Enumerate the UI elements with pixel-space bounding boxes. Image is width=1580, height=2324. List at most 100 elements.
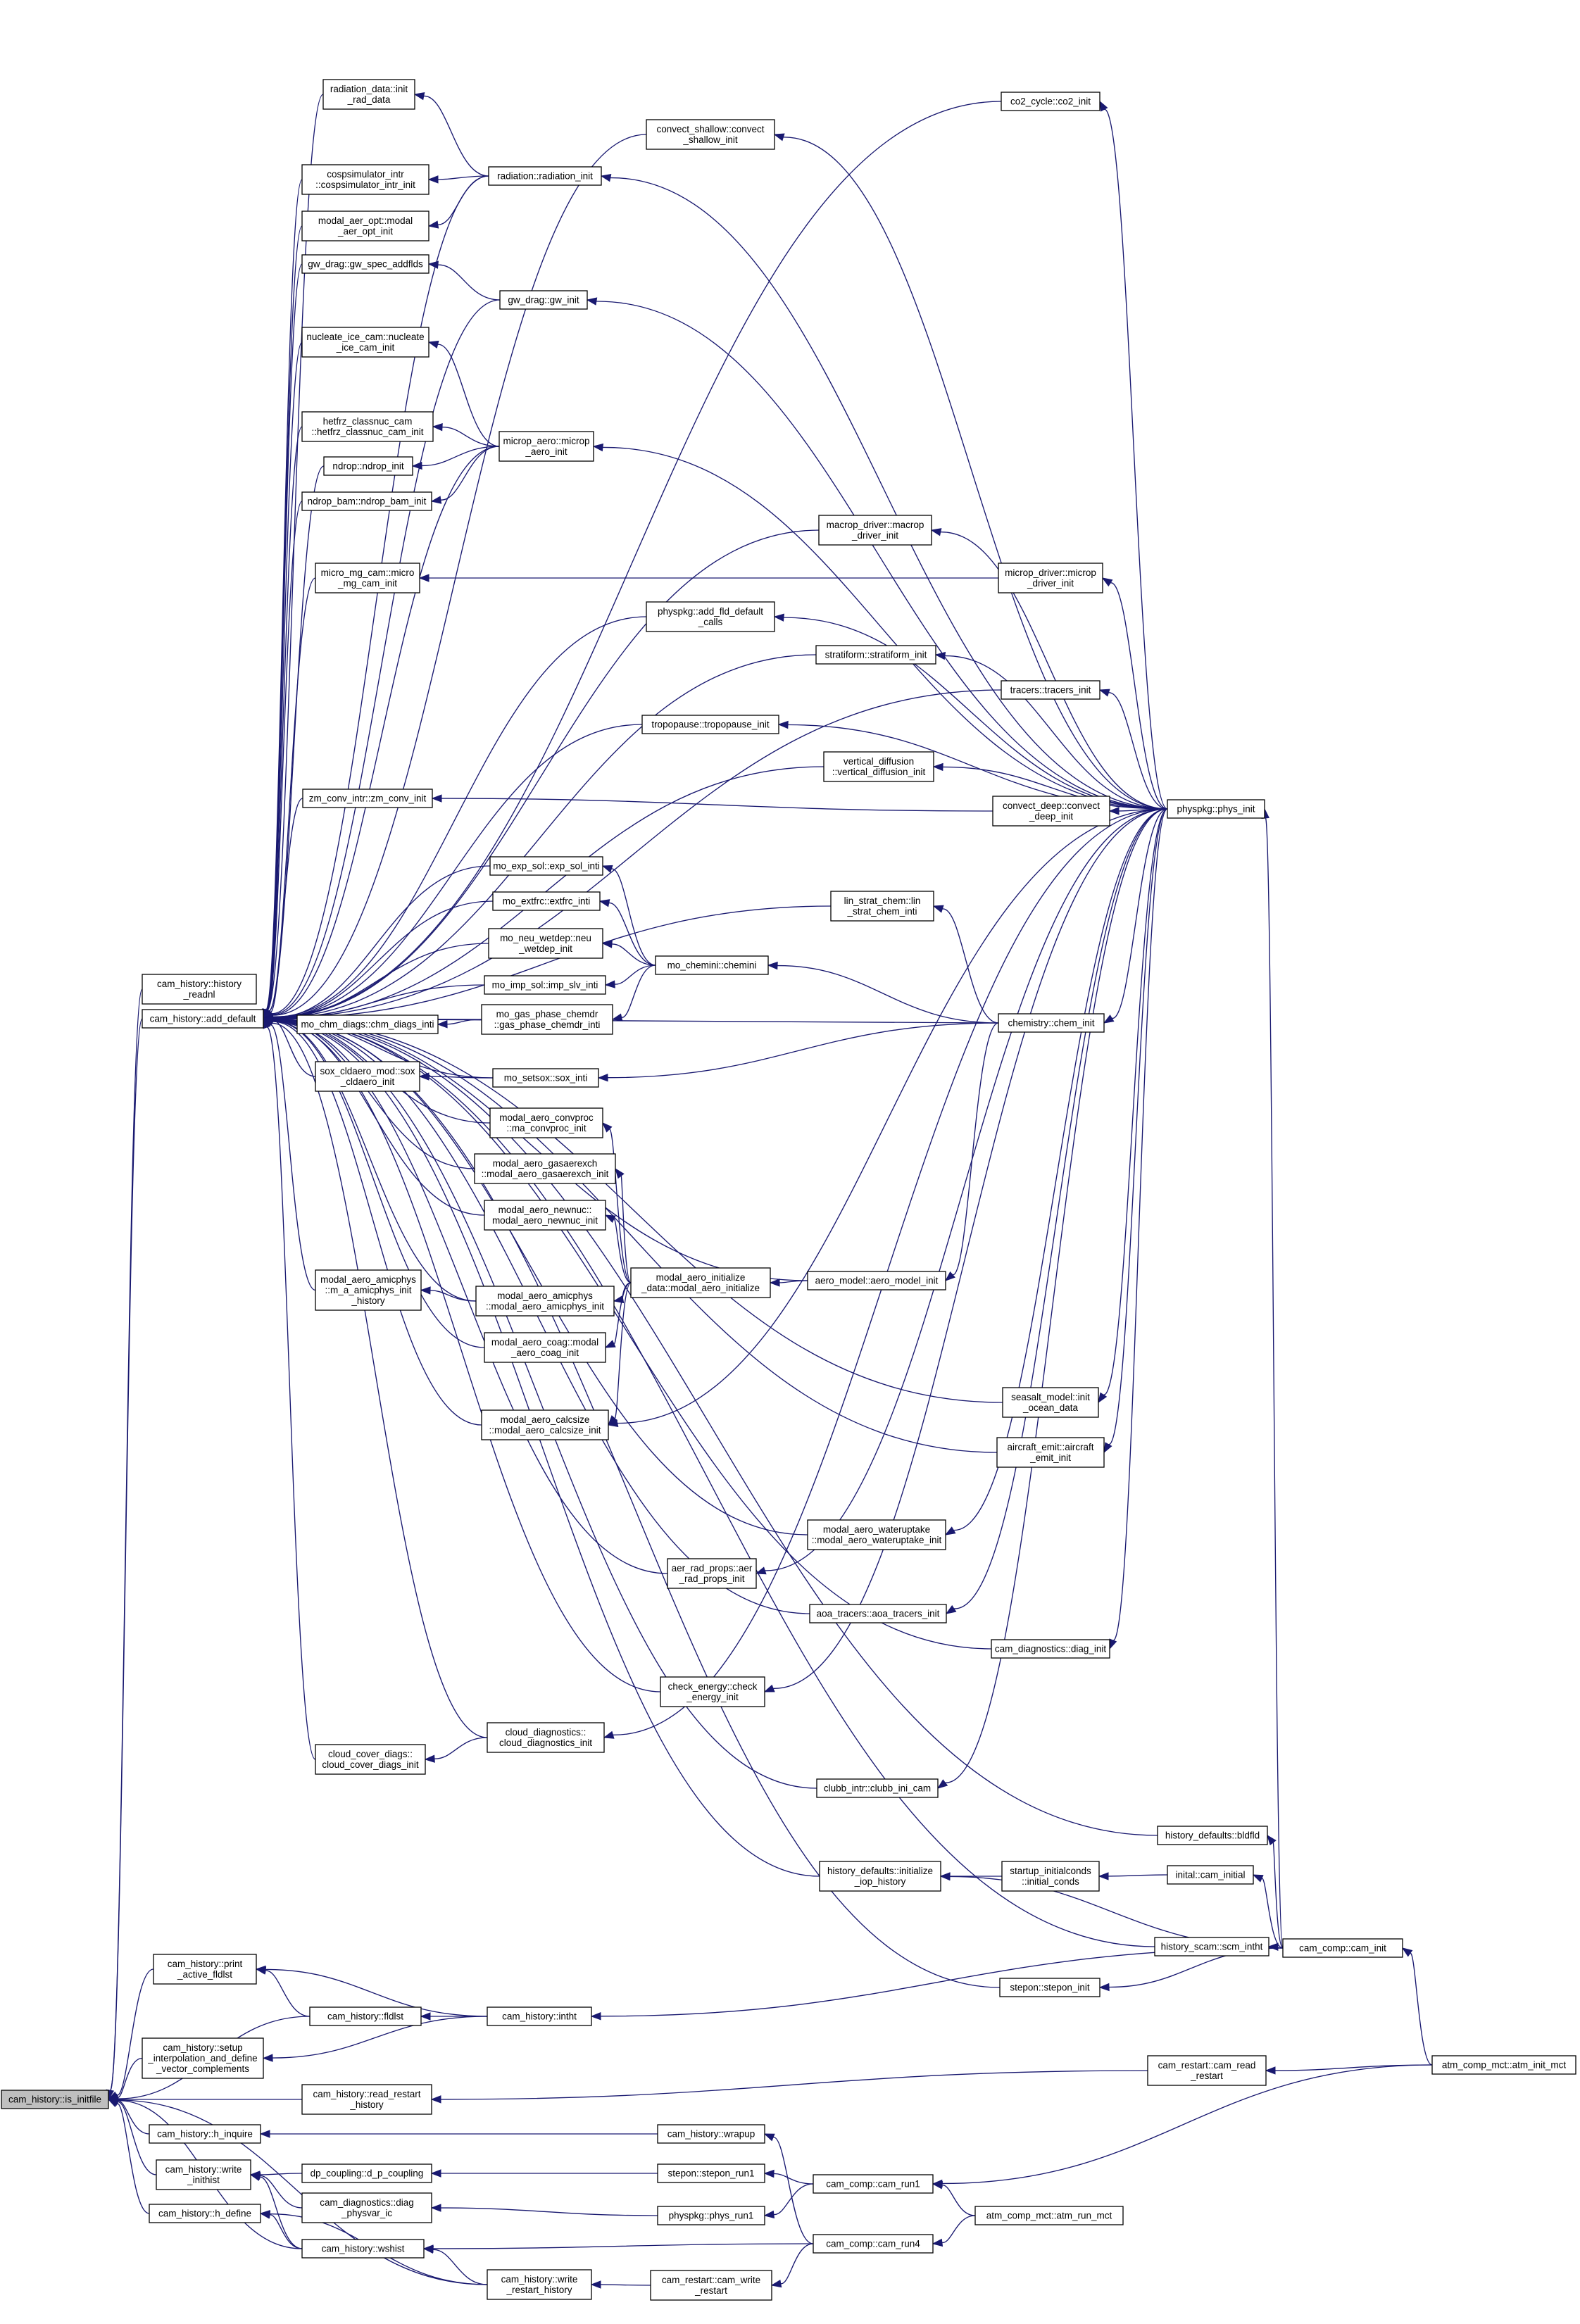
node-newnuc-init[interactable]: modal_aero_newnuc::modal_aero_newnuc_ini… — [484, 1200, 606, 1231]
node-zm-conv-init[interactable]: zm_conv_intr::zm_conv_init — [302, 789, 433, 808]
node-radiation-init[interactable]: radiation::radiation_init — [488, 166, 602, 186]
node-aer-rad-props-init[interactable]: aer_rad_props::aer_rad_props_init — [667, 1558, 757, 1589]
node-cam-init[interactable]: cam_comp::cam_init — [1282, 1938, 1403, 1958]
node-amicphys-init[interactable]: modal_aero_amicphys::modal_aero_amicphys… — [475, 1286, 615, 1317]
node-modal-aer-opt-init[interactable]: modal_aer_opt::modal_aer_opt_init — [301, 211, 430, 241]
node-imp-slv-inti[interactable]: mo_imp_sol::imp_slv_inti — [484, 975, 606, 995]
node-gw-spec-addflds[interactable]: gw_drag::gw_spec_addflds — [301, 254, 430, 274]
node-vertical-diffusion-init[interactable]: vertical_diffusion::vertical_diffusion_i… — [823, 751, 934, 782]
edge-line — [272, 900, 494, 1019]
node-h-define[interactable]: cam_history::h_define — [149, 2204, 261, 2223]
node-ndrop-bam-init[interactable]: ndrop_bam::ndrop_bam_init — [301, 491, 432, 511]
node-m-a-amicphys-init-history[interactable]: modal_aero_amicphys::m_a_amicphys_init_h… — [315, 1269, 422, 1311]
node-write-inithist[interactable]: cam_history::write_inithist — [156, 2159, 251, 2190]
node-micro-mg-cam-init[interactable]: micro_mg_cam::micro_mg_cam_init — [315, 563, 420, 593]
node-check-energy-init[interactable]: check_energy::check_energy_init — [660, 1676, 765, 1707]
node-history-readnl[interactable]: cam_history::history_readnl — [142, 974, 257, 1005]
node-scm-intht[interactable]: history_scam::scm_intht — [1154, 1937, 1269, 1956]
node-add-default[interactable]: cam_history::add_default — [142, 1009, 264, 1029]
node-box — [149, 2204, 261, 2223]
node-aircraft-emit-init[interactable]: aircraft_emit::aircraft_emit_init — [996, 1437, 1105, 1468]
edge-line — [272, 689, 1002, 1019]
node-phys-init[interactable]: physpkg::phys_init — [1167, 799, 1265, 819]
node-stepon-run1[interactable]: stepon::stepon_run1 — [657, 2163, 765, 2183]
node-atm-run-mct[interactable]: atm_comp_mct::atm_run_mct — [974, 2206, 1124, 2225]
node-initialize-iop-history[interactable]: history_defaults::initialize_iop_history — [819, 1861, 941, 1892]
node-microp-aero-init[interactable]: microp_aero::microp_aero_init — [499, 431, 594, 462]
edge-line — [441, 427, 500, 447]
node-sox-inti[interactable]: mo_setsox::sox_inti — [492, 1068, 599, 1088]
node-phys-run1[interactable]: physpkg::phys_run1 — [657, 2206, 765, 2225]
node-box — [813, 2234, 934, 2254]
edge-microp-aero-init-to-ndrop-bam-init — [430, 446, 500, 504]
node-modal-aero-initialize[interactable]: modal_aero_initialize_data::modal_aero_i… — [630, 1267, 771, 1298]
node-cam-write-restart[interactable]: cam_restart::cam_write_restart — [650, 2270, 772, 2301]
node-neu-wetdep-init[interactable]: mo_neu_wetdep::neu_wetdep_init — [488, 928, 603, 959]
node-gas-phase-chemdr-inti[interactable]: mo_gas_phase_chemdr::gas_phase_chemdr_in… — [481, 1004, 613, 1035]
node-tracers-init[interactable]: tracers::tracers_init — [1001, 680, 1101, 700]
node-wshist[interactable]: cam_history::wshist — [301, 2239, 425, 2259]
arrowhead-icon — [604, 1340, 616, 1348]
node-is-initfile[interactable]: cam_history::is_initfile — [1, 2090, 109, 2109]
node-coag-init[interactable]: modal_aero_coag::modal_aero_coag_init — [484, 1332, 606, 1363]
node-stratiform-init[interactable]: stratiform::stratiform_init — [815, 645, 936, 665]
node-calcsize-init[interactable]: modal_aero_calcsize::modal_aero_calcsize… — [481, 1409, 609, 1440]
node-radiation-data-init[interactable]: radiation_data::init_rad_data — [322, 79, 415, 110]
node-atm-init-mct[interactable]: atm_comp_mct::atm_init_mct — [1431, 2055, 1576, 2075]
node-gw-init[interactable]: gw_drag::gw_init — [499, 290, 588, 310]
node-print-active[interactable]: cam_history::print_active_fldlst — [153, 1954, 257, 1985]
node-convect-shallow-init[interactable]: convect_shallow::convect_shallow_init — [646, 119, 775, 150]
node-tropopause-init[interactable]: tropopause::tropopause_init — [641, 715, 779, 734]
node-diag-init[interactable]: cam_diagnostics::diag_init — [991, 1639, 1110, 1659]
node-chemini[interactable]: mo_chemini::chemini — [655, 955, 769, 975]
node-label: _restart — [1190, 2071, 1223, 2081]
node-label: seasalt_model::init — [1011, 1392, 1090, 1402]
node-ndrop-init[interactable]: ndrop::ndrop_init — [323, 456, 413, 476]
node-co2-init[interactable]: co2_cycle::co2_init — [1001, 92, 1101, 111]
node-box — [815, 645, 936, 665]
node-aoa-tracers-init[interactable]: aoa_tracers::aoa_tracers_init — [809, 1604, 947, 1623]
node-diag-physvar-ic[interactable]: cam_diagnostics::diag_physvar_ic — [301, 2192, 432, 2223]
node-label: hetfrz_classnuc_cam — [323, 416, 413, 427]
node-ma-convproc-init[interactable]: modal_aero_convproc::ma_convproc_init — [489, 1107, 603, 1138]
node-clubb-ini-cam[interactable]: clubb_intr::clubb_ini_cam — [816, 1778, 939, 1798]
node-setup-interp[interactable]: cam_history::setup_interpolation_and_def… — [142, 2037, 264, 2079]
node-microp-driver-init[interactable]: microp_driver::microp_driver_init — [998, 563, 1103, 593]
node-box — [819, 1861, 941, 1892]
node-cam-run1[interactable]: cam_comp::cam_run1 — [813, 2174, 934, 2194]
node-initial-conds[interactable]: startup_initialconds::initial_conds — [1001, 1861, 1100, 1892]
edge-phys-init-to-vertical-diffusion-init — [932, 762, 1168, 810]
node-cloud-diagnostics-init[interactable]: cloud_diagnostics::cloud_diagnostics_ini… — [487, 1722, 605, 1753]
node-wrapup[interactable]: cam_history::wrapup — [657, 2124, 765, 2144]
node-add-fld-default-calls[interactable]: physpkg::add_fld_default_calls — [646, 601, 775, 632]
node-intht[interactable]: cam_history::intht — [487, 2006, 592, 2026]
node-aero-model-init[interactable]: aero_model::aero_model_init — [807, 1271, 946, 1290]
node-extfrc-inti[interactable]: mo_extfrc::extfrc_inti — [492, 891, 601, 911]
node-read-restart-hist[interactable]: cam_history::read_restart_history — [301, 2084, 432, 2115]
node-sox-cldaero-init[interactable]: sox_cldaero_mod::sox_cldaero_init — [315, 1061, 420, 1092]
node-convect-deep-init[interactable]: convect_deep::convect_deep_init — [992, 796, 1110, 827]
node-macrop-driver-init[interactable]: macrop_driver::macrop_driver_init — [818, 515, 932, 546]
node-nucleate-ice-init[interactable]: nucleate_ice_cam::nucleate_ice_cam_init — [301, 327, 430, 358]
node-write-restart-hist[interactable]: cam_history::write_restart_history — [487, 2269, 592, 2300]
arrowhead-icon — [430, 496, 442, 504]
node-cam-initial[interactable]: inital::cam_initial — [1167, 1865, 1254, 1885]
node-exp-sol-inti[interactable]: mo_exp_sol::exp_sol_inti — [489, 856, 603, 876]
node-hetfrz-init[interactable]: hetfrz_classnuc_cam::hetfrz_classnuc_cam… — [301, 411, 434, 442]
node-cam-run4[interactable]: cam_comp::cam_run4 — [813, 2234, 934, 2254]
node-chm-diags-inti[interactable]: mo_chm_diags::chm_diags_inti — [296, 1015, 439, 1034]
node-stepon-init[interactable]: stepon::stepon_init — [999, 1978, 1101, 1997]
node-seasalt-init[interactable]: seasalt_model::init_ocean_data — [1002, 1387, 1099, 1418]
node-cam-read-restart[interactable]: cam_restart::cam_read_restart — [1147, 2055, 1267, 2086]
node-cloud-cover-diags-init[interactable]: cloud_cover_diags::cloud_cover_diags_ini… — [315, 1744, 426, 1775]
node-wateruptake-init[interactable]: modal_aero_wateruptake::modal_aero_water… — [807, 1519, 946, 1550]
node-lin-strat-chem-inti[interactable]: lin_strat_chem::lin_strat_chem_inti — [830, 891, 934, 922]
node-d-p-coupling[interactable]: dp_coupling::d_p_coupling — [301, 2163, 432, 2183]
node-chem-init[interactable]: chemistry::chem_init — [998, 1013, 1105, 1033]
node-label: cam_history::wshist — [322, 2244, 405, 2254]
node-cospsimulator-init[interactable]: cospsimulator_intr::cospsimulator_intr_i… — [301, 164, 430, 195]
node-gasaerexch-init[interactable]: modal_aero_gasaerexch::modal_aero_gasaer… — [474, 1153, 616, 1184]
node-fldlst[interactable]: cam_history::fldlst — [309, 2006, 422, 2026]
node-bldfld[interactable]: history_defaults::bldfld — [1157, 1826, 1268, 1845]
node-h-inquire[interactable]: cam_history::h_inquire — [149, 2124, 261, 2144]
